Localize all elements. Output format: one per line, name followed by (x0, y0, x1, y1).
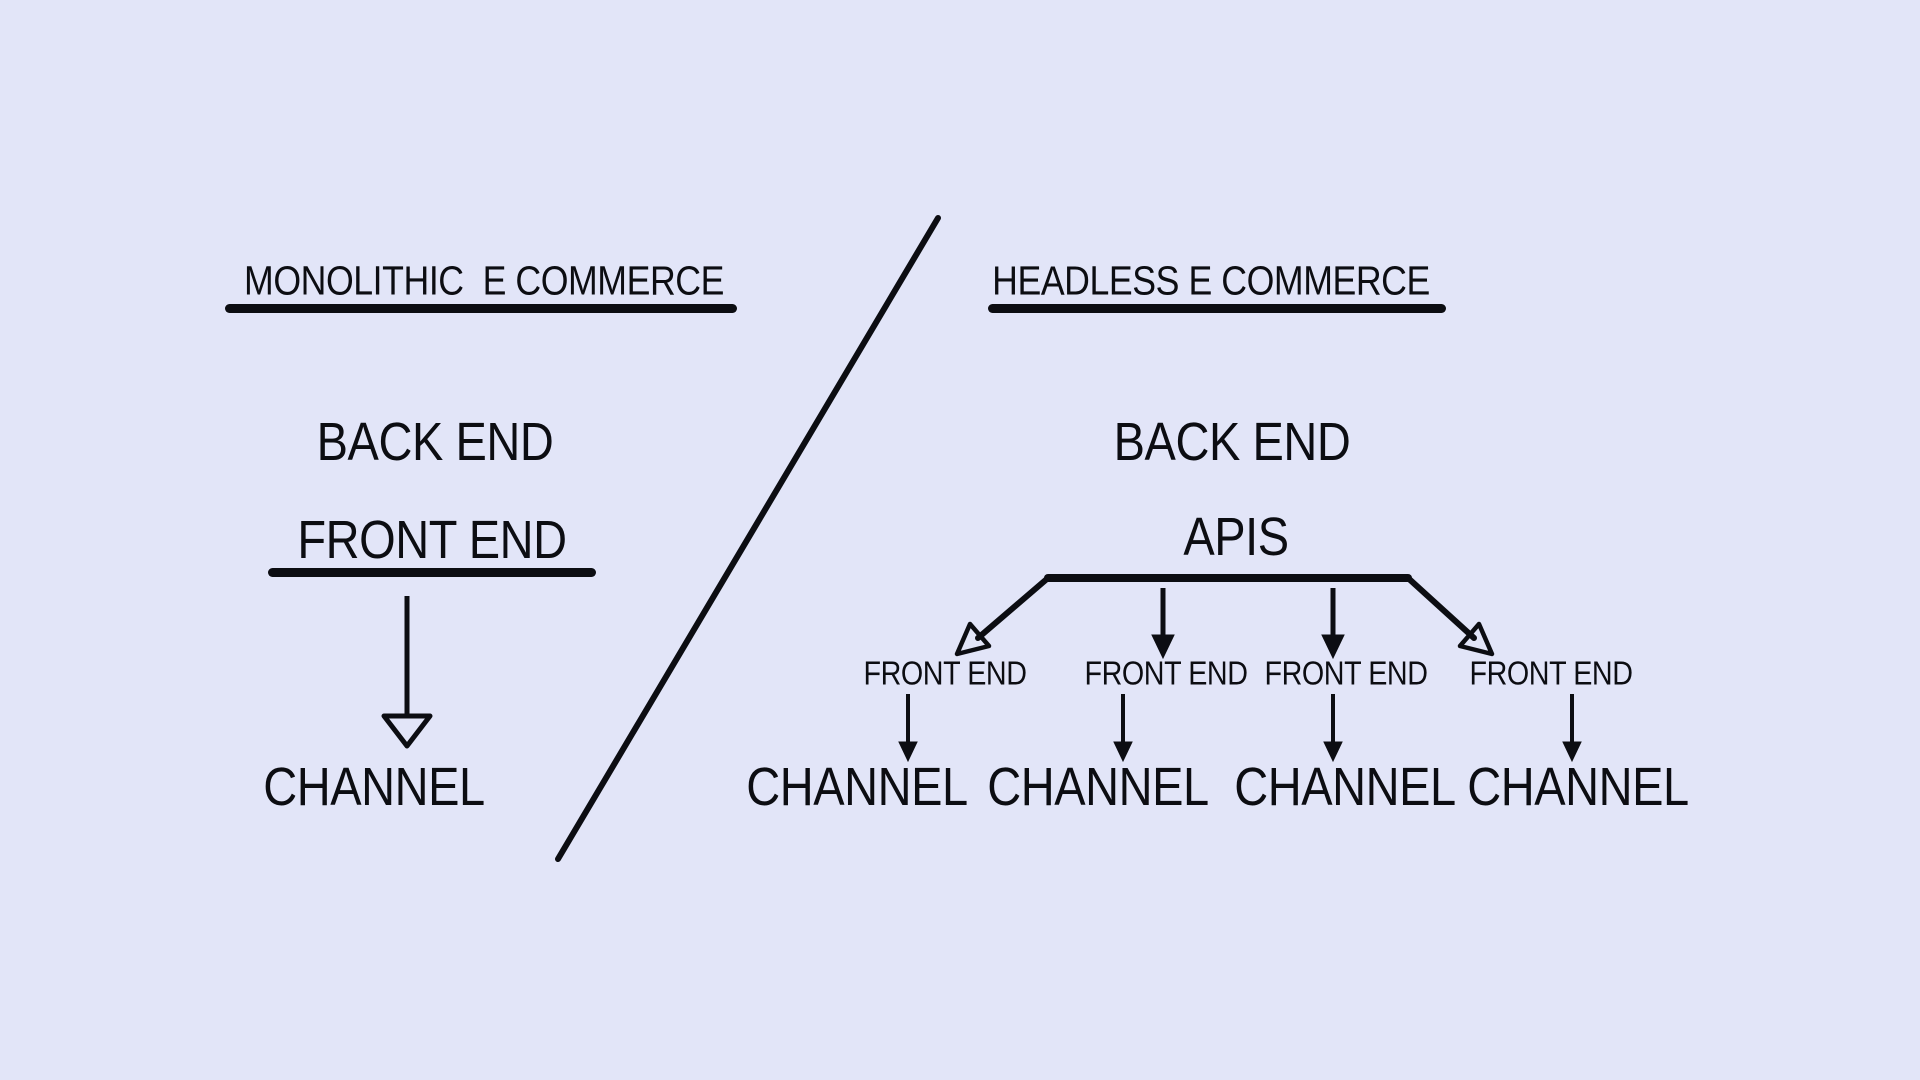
channel-label-1: CHANNEL (746, 757, 968, 817)
front-end-to-channel-arrow-left (381, 596, 433, 749)
front-end-label-3: FRONT END (1264, 654, 1428, 692)
right-title-underline (988, 304, 1446, 313)
front-end-label-2: FRONT END (1084, 654, 1248, 692)
channel-label-left: CHANNEL (263, 757, 485, 817)
channel-label-2: CHANNEL (987, 757, 1209, 817)
front-end-label-1: FRONT END (863, 654, 1027, 692)
apis-label: APIS (1183, 507, 1289, 567)
branch-arrowhead-far-right (1457, 621, 1495, 657)
channel-label-4: CHANNEL (1467, 757, 1689, 817)
front-end-label-4: FRONT END (1469, 654, 1633, 692)
branch-arrow-mid-1 (1151, 588, 1175, 660)
right-title: HEADLESS E COMMERCE (992, 257, 1430, 304)
back-end-label-right: BACK END (1113, 412, 1351, 472)
front-end-label-left: FRONT END (297, 510, 567, 570)
front-end-channel-arrow-1 (898, 694, 918, 763)
front-end-channel-arrow-2 (1113, 694, 1133, 763)
front-end-channel-arrow-3 (1323, 694, 1343, 763)
branch-arrow-mid-2 (1321, 588, 1345, 660)
left-title: MONOLITHIC E COMMERCE (244, 257, 724, 304)
left-title-underline (225, 304, 737, 313)
front-end-channel-arrow-4 (1562, 694, 1582, 763)
apis-branch-line (975, 574, 1477, 641)
front-end-underline-left (268, 568, 596, 577)
branch-arrowhead-far-left (954, 621, 992, 657)
channel-label-3: CHANNEL (1234, 757, 1456, 817)
back-end-label-left: BACK END (316, 412, 554, 472)
